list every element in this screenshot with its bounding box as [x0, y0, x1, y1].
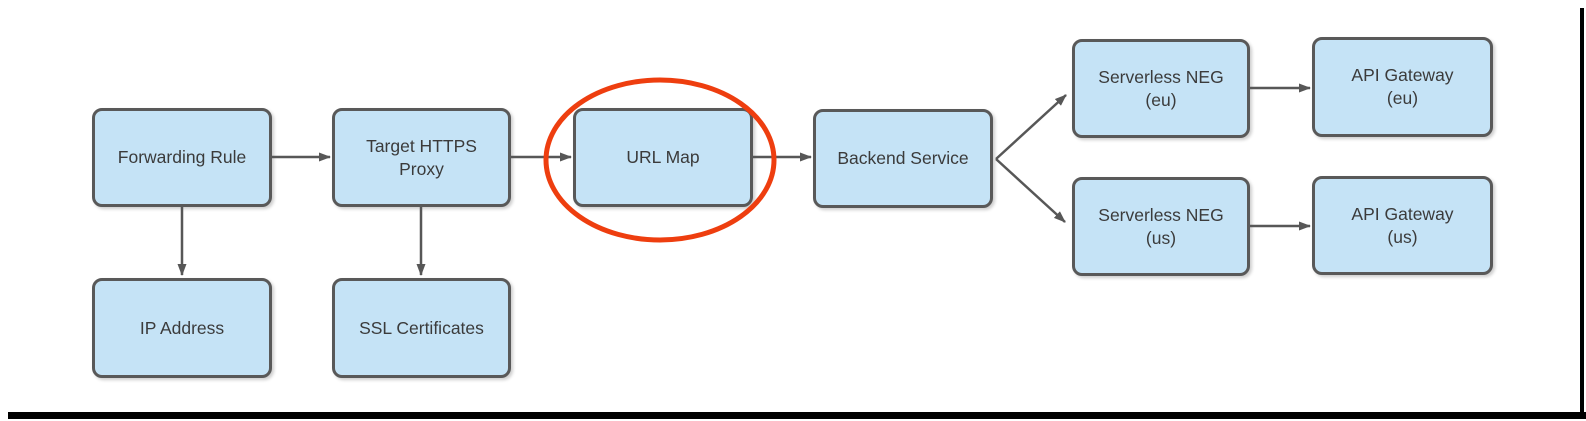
- node-api-gateway-eu-label: API Gateway (eu): [1351, 65, 1454, 108]
- node-ip-address: IP Address: [92, 278, 272, 378]
- frame-bottom-edge: [8, 412, 1586, 419]
- node-target-https-proxy-label: Target HTTPS Proxy: [366, 135, 477, 179]
- node-ssl-certificates: SSL Certificates: [332, 278, 511, 378]
- node-api-gateway-us: API Gateway (us): [1312, 176, 1493, 275]
- node-ip-address-label: IP Address: [139, 317, 225, 338]
- frame-right-edge: [1580, 8, 1584, 419]
- node-url-map: URL Map: [573, 108, 753, 207]
- node-target-https-proxy: Target HTTPS Proxy: [332, 108, 511, 207]
- node-serverless-neg-us: Serverless NEG (us): [1072, 177, 1250, 276]
- node-backend-service: Backend Service: [813, 109, 993, 208]
- node-url-map-label: URL Map: [626, 147, 700, 167]
- node-api-gateway-eu: API Gateway (eu): [1312, 37, 1493, 137]
- node-serverless-neg-eu-label: Serverless NEG (eu): [1098, 66, 1224, 110]
- node-api-gateway-us-label: API Gateway (us): [1351, 203, 1454, 247]
- edge-backend-service-to-serverless-neg-us: [995, 158, 1066, 223]
- edge-backend-service-to-serverless-neg-eu: [995, 94, 1067, 160]
- node-serverless-neg-us-label: Serverless NEG (us): [1098, 204, 1224, 248]
- node-ssl-certificates-label: SSL Certificates: [359, 317, 484, 338]
- node-backend-service-label: Backend Service: [837, 148, 969, 168]
- node-forwarding-rule-label: Forwarding Rule: [117, 147, 247, 167]
- node-serverless-neg-eu: Serverless NEG (eu): [1072, 39, 1250, 138]
- node-forwarding-rule: Forwarding Rule: [92, 108, 272, 207]
